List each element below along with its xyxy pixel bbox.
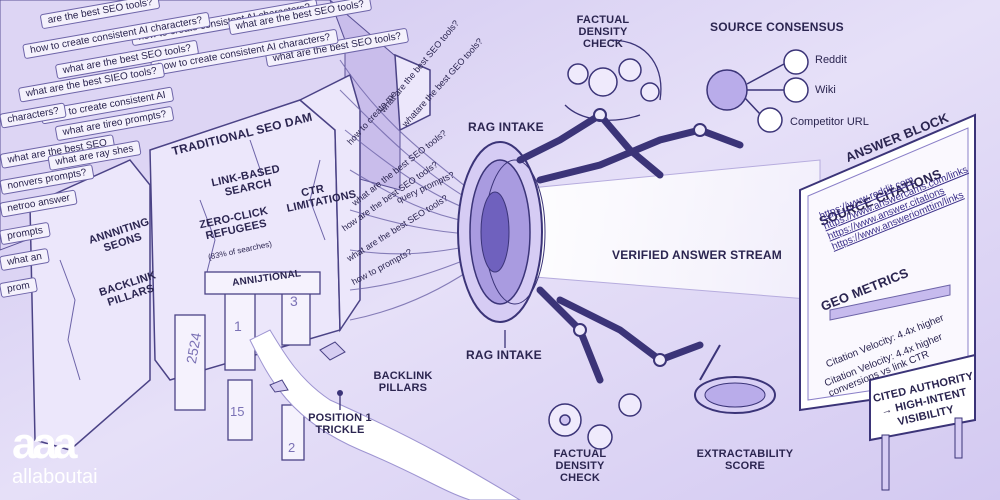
gears-bottom xyxy=(548,393,642,450)
source-reddit: Reddit xyxy=(815,54,847,66)
pillar-number-5: 2 xyxy=(288,440,296,455)
brand-name: allaboutai xyxy=(12,466,98,488)
signpost xyxy=(869,353,976,491)
pillar-number-4: 15 xyxy=(230,404,245,419)
answer-block-panel xyxy=(799,113,976,412)
source-competitor-url: Competitor URL xyxy=(790,116,869,128)
brand-mark: aaa xyxy=(12,419,77,468)
caption-position-trickle: POSITION 1 TRICKLE xyxy=(308,412,372,436)
dam-left-slab xyxy=(29,159,151,451)
robotic-arms xyxy=(516,108,744,384)
pillars xyxy=(174,271,321,461)
verified-answer-stream: VERIFIED ANSWER STREAM xyxy=(612,248,782,262)
extractability-score: EXTRACTABILITY SCORE xyxy=(696,448,794,472)
rag-intake-bottom: RAG INTAKE xyxy=(466,348,542,362)
gears-top xyxy=(567,58,660,102)
consensus-nodes xyxy=(706,49,809,133)
rag-intake-ring xyxy=(457,141,546,323)
caption-backlink-pillars: BACKLINK PILLARS xyxy=(373,370,433,394)
source-consensus-title: SOURCE CONSENSUS xyxy=(710,20,844,34)
pillar-number-2: 1 xyxy=(234,318,242,334)
rag-intake-top: RAG INTAKE xyxy=(468,120,544,134)
dam-stub xyxy=(394,53,431,132)
factual-density-check-bottom: FACTUAL DENSITY CHECK xyxy=(553,448,607,484)
pillar-number-3: 3 xyxy=(290,293,298,309)
position-trickle-river xyxy=(249,329,521,500)
source-wiki: Wiki xyxy=(815,84,836,96)
extractability-sieve xyxy=(694,344,776,414)
factual-density-check-top: FACTUAL DENSITY CHECK xyxy=(576,14,630,50)
